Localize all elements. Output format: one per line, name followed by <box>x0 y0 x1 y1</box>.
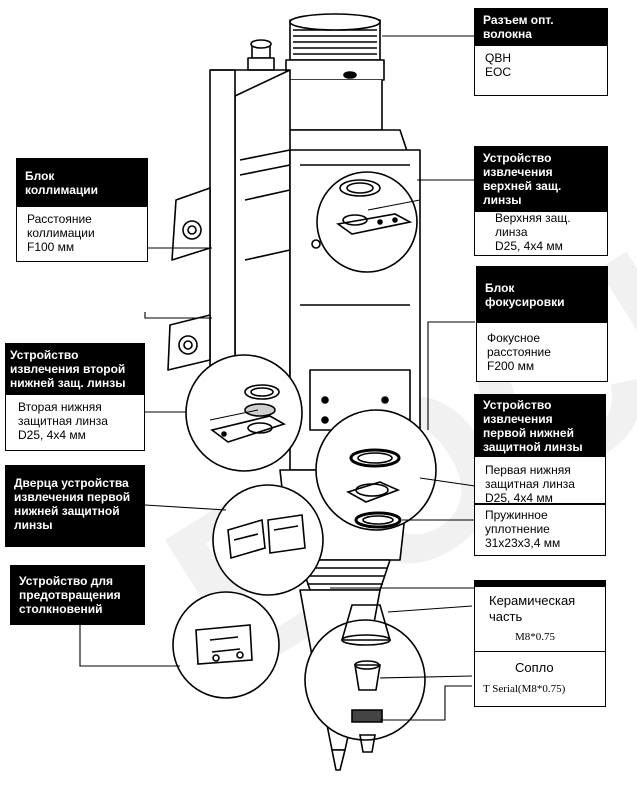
label-door: Дверца устройства извлечения первой нижн… <box>5 465 145 547</box>
label-title: Блок фокусировки <box>477 267 607 323</box>
label-body: Фокусное расстояние F200 мм <box>487 331 551 373</box>
label-spring-seal: Пружинное уплотнение 31x23x3,4 мм <box>474 504 606 556</box>
label-top-bar <box>475 581 605 587</box>
label-body: QBH EOC <box>485 51 512 79</box>
nozzle-name: Сопло <box>515 660 554 675</box>
label-upper-lens-device: Устройство извлечения верхней защ. линзы… <box>474 146 608 256</box>
label-qbh-connector: Разъем опт. волокна QBH EOC <box>474 8 608 96</box>
label-body: Верхняя защ. линза D25, 4x4 мм <box>495 211 571 253</box>
ceramic-spec: M8*0.75 <box>515 631 556 643</box>
label-title: Устройство извлечения первой нижней защи… <box>475 395 605 457</box>
label-title: Устройство извлечения верхней защ. линзы <box>475 147 607 212</box>
label-title: Блок коллимации <box>17 159 147 207</box>
label-title: Устройство извлечения второй нижней защ.… <box>6 344 144 395</box>
label-title: Устройство для предотвращения столкновен… <box>11 566 144 624</box>
label-body: Расстояние коллимации F100 мм <box>27 212 95 254</box>
label-ceramic-nozzle: Керамическая часть M8*0.75 Сопло T Seria… <box>474 580 606 707</box>
label-body: Вторая нижняя защитная линза D25, 4x4 мм <box>18 400 108 442</box>
label-second-lower-lens-device: Устройство извлечения второй нижней защ.… <box>5 343 145 451</box>
label-divider <box>475 651 605 652</box>
nozzle-spec: T Serial(M8*0.75) <box>483 683 566 695</box>
label-first-lower-lens-device: Устройство извлечения первой нижней защи… <box>474 394 606 505</box>
label-title: Дверца устройства извлечения первой нижн… <box>6 466 144 546</box>
label-body: Первая нижняя защитная линза D25, 4x4 мм <box>485 463 575 505</box>
label-collimation-block: Блок коллимации Расстояние коллимации F1… <box>16 158 148 262</box>
label-title: Разъем опт. волокна <box>475 9 607 46</box>
ceramic-name: Керамическая часть <box>489 593 576 624</box>
label-focusing-block: Блок фокусировки Фокусное расстояние F20… <box>476 266 608 382</box>
label-anticollision-device: Устройство для предотвращения столкновен… <box>10 565 145 625</box>
